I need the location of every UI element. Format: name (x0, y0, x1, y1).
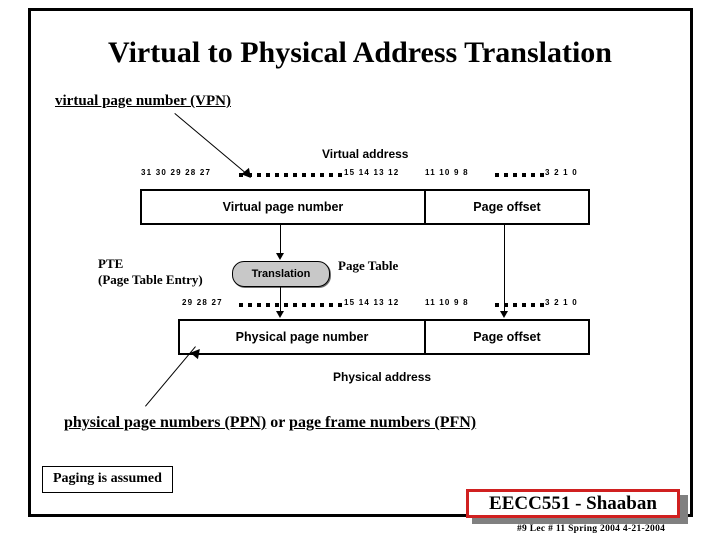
lecture-metadata: #9 Lec # 11 Spring 2004 4-21-2004 (517, 524, 666, 534)
vpn-to-translation-line (280, 225, 281, 254)
offset-passthrough-arrow (500, 311, 508, 318)
physical-bits-left: 29 28 27 (182, 298, 223, 307)
ppn-caption-part1: physical page numbers (PPN) (64, 414, 267, 431)
pte-label: PTE (Page Table Entry) (98, 256, 203, 288)
physical-dots-left (239, 303, 342, 307)
physical-page-number-field: Physical page number (180, 321, 426, 353)
offset-passthrough-line (504, 225, 505, 312)
branding-block: EECC551 - Shaaban (466, 489, 688, 524)
physical-address-box: Physical page number Page offset (178, 319, 590, 355)
virtual-dots-left (239, 173, 342, 177)
ppn-caption-or: or (266, 414, 290, 431)
translation-to-ppn-arrow (276, 311, 284, 318)
virtual-address-label: Virtual address (322, 147, 409, 161)
translation-box[interactable]: Translation (232, 261, 330, 287)
physical-bits-mid2: 11 10 9 8 (425, 298, 469, 307)
virtual-dots-right (495, 173, 544, 177)
vpn-caption: virtual page number (VPN) (55, 93, 231, 109)
course-badge: EECC551 - Shaaban (466, 489, 680, 518)
page-table-label: Page Table (338, 258, 399, 273)
virtual-page-offset-field: Page offset (473, 200, 541, 214)
virtual-bits-mid2: 11 10 9 8 (425, 168, 469, 177)
virtual-bits-left: 31 30 29 28 27 (141, 168, 212, 177)
vpn-to-translation-arrow (276, 253, 284, 260)
virtual-bit-labels: 31 30 29 28 27 15 14 13 12 11 10 9 8 3 2… (0, 168, 720, 182)
physical-dots-right (495, 303, 544, 307)
slide-border (28, 8, 693, 517)
virtual-bits-right: 3 2 1 0 (545, 168, 578, 177)
virtual-page-number-field: Virtual page number (142, 191, 426, 223)
virtual-address-box: Virtual page number Page offset (140, 189, 590, 225)
physical-bits-mid: 15 14 13 12 (344, 298, 400, 307)
pte-line2: (Page Table Entry) (98, 272, 203, 287)
virtual-bits-mid: 15 14 13 12 (344, 168, 400, 177)
pte-line1: PTE (98, 256, 124, 271)
page-title: Virtual to Physical Address Translation (108, 36, 612, 69)
ppn-caption-part2: page frame numbers (PFN) (289, 414, 477, 431)
physical-page-offset-field: Page offset (473, 330, 541, 344)
physical-address-label: Physical address (333, 370, 432, 384)
translation-to-ppn-line (280, 286, 281, 312)
physical-bit-labels: 29 28 27 15 14 13 12 11 10 9 8 3 2 1 0 (0, 298, 720, 312)
paging-assumed-note: Paging is assumed (42, 466, 173, 493)
ppn-caption: physical page numbers (PPN) or page fram… (64, 414, 476, 432)
physical-bits-right: 3 2 1 0 (545, 298, 578, 307)
